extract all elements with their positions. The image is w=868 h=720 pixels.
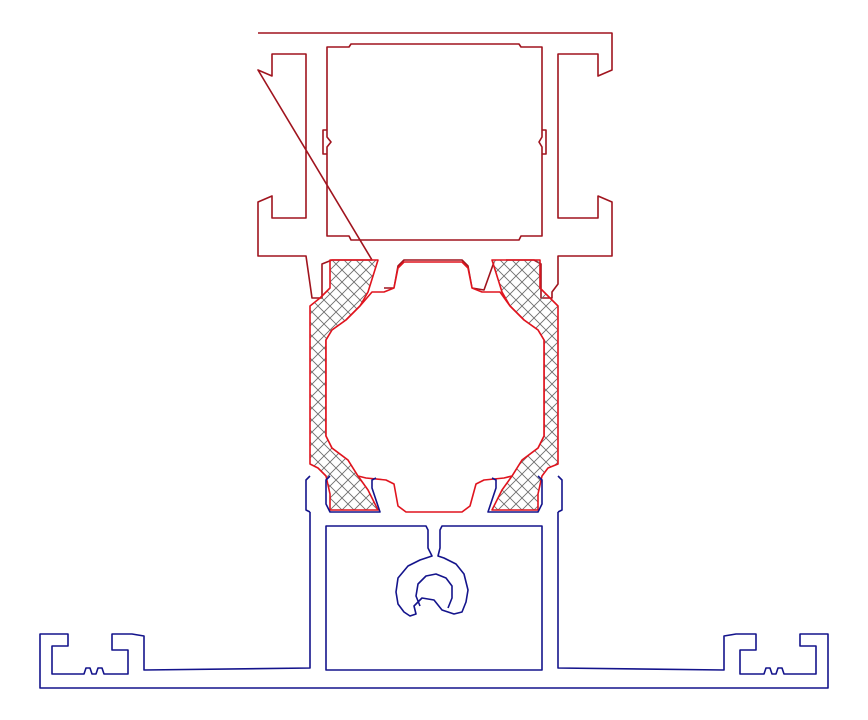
top-profile-notch-left bbox=[322, 129, 327, 155]
bottom-profile bbox=[39, 475, 829, 689]
bottom-profile-chamber bbox=[325, 525, 543, 671]
screw-port-inner bbox=[415, 573, 453, 609]
top-profile bbox=[257, 32, 613, 299]
bottom-profile-hooks bbox=[305, 475, 563, 513]
top-profile-notch-right bbox=[542, 129, 547, 155]
top-profile-chamber bbox=[326, 43, 543, 241]
insulator-cavity bbox=[325, 261, 545, 513]
thermal-break-insulator bbox=[309, 259, 559, 513]
bottom-profile-outline bbox=[39, 512, 829, 689]
top-profile-outer-contour bbox=[257, 32, 613, 299]
